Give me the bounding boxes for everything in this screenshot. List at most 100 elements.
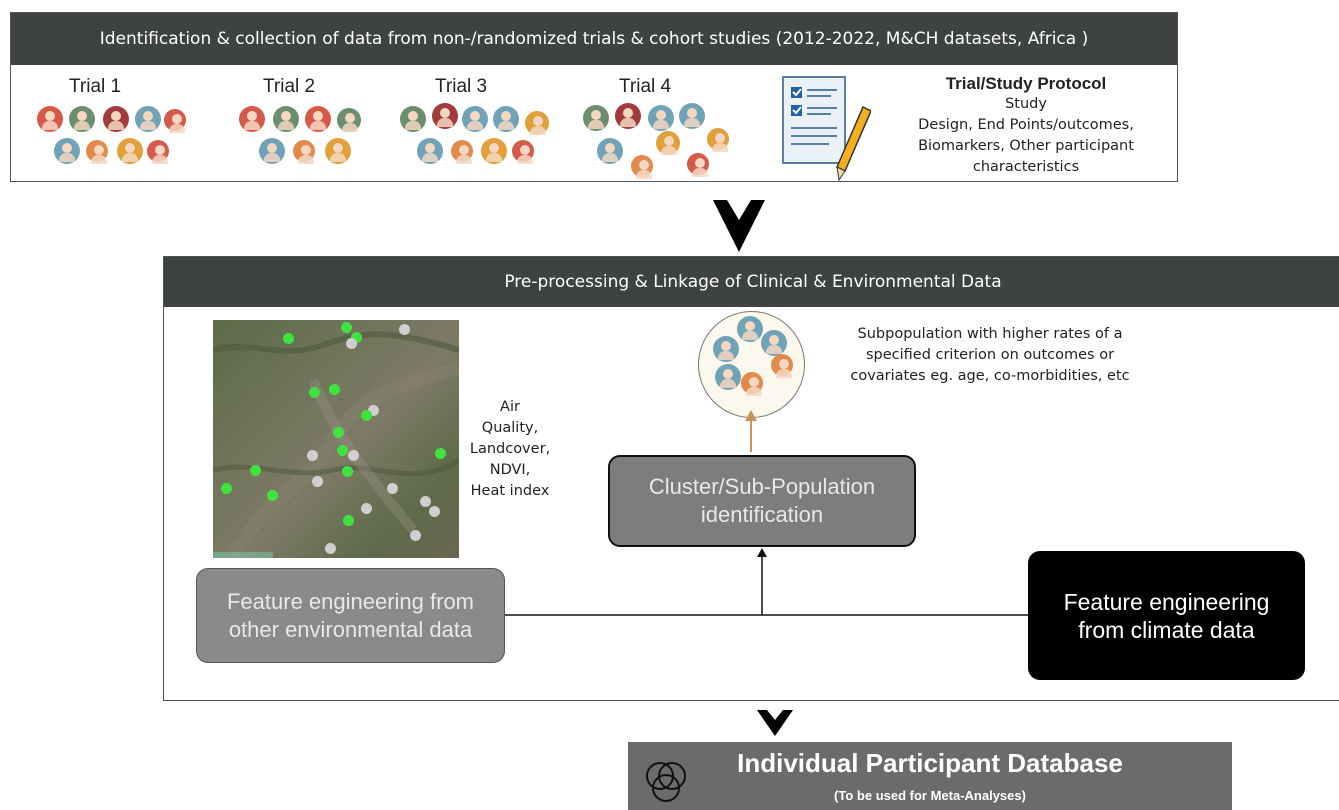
participant-icon: [54, 138, 80, 164]
layer-label: Quality,: [481, 420, 539, 436]
map-point-gray: [312, 476, 323, 487]
participant-icon: [164, 109, 186, 133]
layer-label: NDVI,: [489, 462, 531, 478]
map-point-green: [341, 322, 352, 333]
participant-icon: [37, 106, 63, 132]
cluster-identification-box: Cluster/Sub-Population identification: [608, 455, 916, 547]
participant-icon: [147, 140, 169, 164]
subpopulation-line: specified criterion on outcomes or: [865, 347, 1115, 363]
subpopulation-line: Subpopulation with higher rates of a: [857, 326, 1123, 342]
participant-icon: [103, 106, 129, 132]
participant-icon: [493, 106, 519, 132]
checklist-pencil-icon: [782, 76, 871, 182]
participant-icon: [737, 316, 763, 342]
climate-line: Feature engineering: [1063, 588, 1270, 615]
protocol-line: Biomarkers, Other participant: [918, 138, 1134, 154]
participant-icon: [337, 108, 361, 132]
participant-icon: [771, 354, 793, 378]
black-arrowhead: [757, 548, 767, 557]
map-point-green: [361, 410, 372, 421]
participant-icon: [583, 105, 609, 131]
environmental-layers-list: Air Quality, Landcover, NDVI, Heat index: [460, 397, 560, 502]
data-collection-panel: Identification & collection of data from…: [10, 12, 1178, 182]
map-point-green: [267, 490, 278, 501]
environmental-feature-box: Feature engineering from other environme…: [196, 568, 505, 663]
climate-feature-box: Feature engineering from climate data: [1028, 551, 1305, 680]
participant-icon: [481, 138, 507, 164]
map-point-gray: [361, 503, 372, 514]
subpopulation-line: covariates eg. age, co-morbidities, etc: [850, 368, 1130, 384]
participant-icon: [741, 372, 763, 396]
protocol-title: Trial/Study Protocol: [945, 74, 1107, 93]
trial-2-label: Trial 2: [263, 76, 316, 97]
participant-database-box: Individual Participant Database (To be u…: [628, 742, 1232, 810]
map-point-green: [283, 333, 294, 344]
participant-icon: [462, 106, 488, 132]
participant-icon: [648, 105, 674, 131]
participant-icon: [86, 140, 108, 164]
protocol-description: Trial/Study Protocol Study Design, End P…: [891, 73, 1161, 178]
participant-icon: [713, 336, 739, 362]
map-point-gray: [346, 338, 357, 349]
map-point-green: [250, 465, 261, 476]
map-point-gray: [307, 450, 318, 461]
map-point-gray: [420, 496, 431, 507]
participant-icon: [715, 364, 741, 390]
preprocessing-header: Pre-processing & Linkage of Clinical & E…: [164, 257, 1339, 307]
participant-icon: [117, 138, 143, 164]
satellite-map-image: [213, 320, 459, 558]
layer-label: Air: [500, 399, 520, 415]
participant-icon: [451, 140, 473, 164]
participant-icon: [259, 138, 285, 164]
participant-icon: [417, 138, 443, 164]
down-chevron-arrow-icon: [757, 710, 793, 736]
down-chevron-arrow-icon: [713, 200, 765, 252]
subpopulation-circle-icon: [698, 311, 805, 418]
protocol-line: Study: [1005, 96, 1047, 112]
map-point-green: [337, 445, 348, 456]
map-point-green: [342, 466, 353, 477]
participant-icon: [525, 111, 549, 135]
participant-icon: [597, 138, 623, 164]
venn-circles-icon: [646, 762, 686, 802]
participant-icon: [761, 330, 787, 356]
participant-icon: [325, 138, 351, 164]
layer-label: Landcover,: [469, 441, 551, 457]
participant-icon: [293, 140, 315, 164]
map-point-gray: [348, 450, 359, 461]
participant-icon: [707, 128, 729, 152]
database-subtitle: (To be used for Meta-Analyses): [834, 788, 1026, 803]
env-line: other environmental data: [228, 616, 473, 642]
participant-icon: [239, 106, 265, 132]
subpopulation-description: Subpopulation with higher rates of a spe…: [835, 324, 1145, 387]
trial-4-label: Trial 4: [619, 76, 672, 97]
trial-1-label: Trial 1: [69, 76, 122, 97]
map-point-gray: [387, 483, 398, 494]
cluster-line: Cluster/Sub-Population: [648, 474, 876, 499]
participant-icon: [656, 131, 680, 155]
participant-icon: [631, 155, 653, 179]
trial-3-label: Trial 3: [435, 76, 488, 97]
participant-icon: [615, 103, 641, 129]
map-point-gray: [368, 405, 379, 416]
participant-icon: [679, 103, 705, 129]
map-point-green: [351, 332, 362, 343]
participant-icon: [69, 106, 95, 132]
map-point-gray: [429, 506, 440, 517]
participant-icon: [512, 140, 534, 164]
map-point-gray: [410, 530, 421, 541]
participant-icon: [135, 106, 161, 132]
env-line: Feature engineering from: [226, 588, 475, 614]
participant-icon: [273, 106, 299, 132]
participant-icon: [432, 103, 458, 129]
cluster-line: identification: [700, 502, 824, 527]
map-point-green: [435, 448, 446, 459]
map-point-green: [329, 384, 340, 395]
orange-arrowhead: [745, 410, 757, 421]
protocol-line: Design, End Points/outcomes,: [918, 117, 1134, 133]
climate-line: from climate data: [1078, 616, 1255, 643]
map-point-green: [343, 515, 354, 526]
map-point-green: [333, 427, 344, 438]
map-point-green: [221, 483, 232, 494]
